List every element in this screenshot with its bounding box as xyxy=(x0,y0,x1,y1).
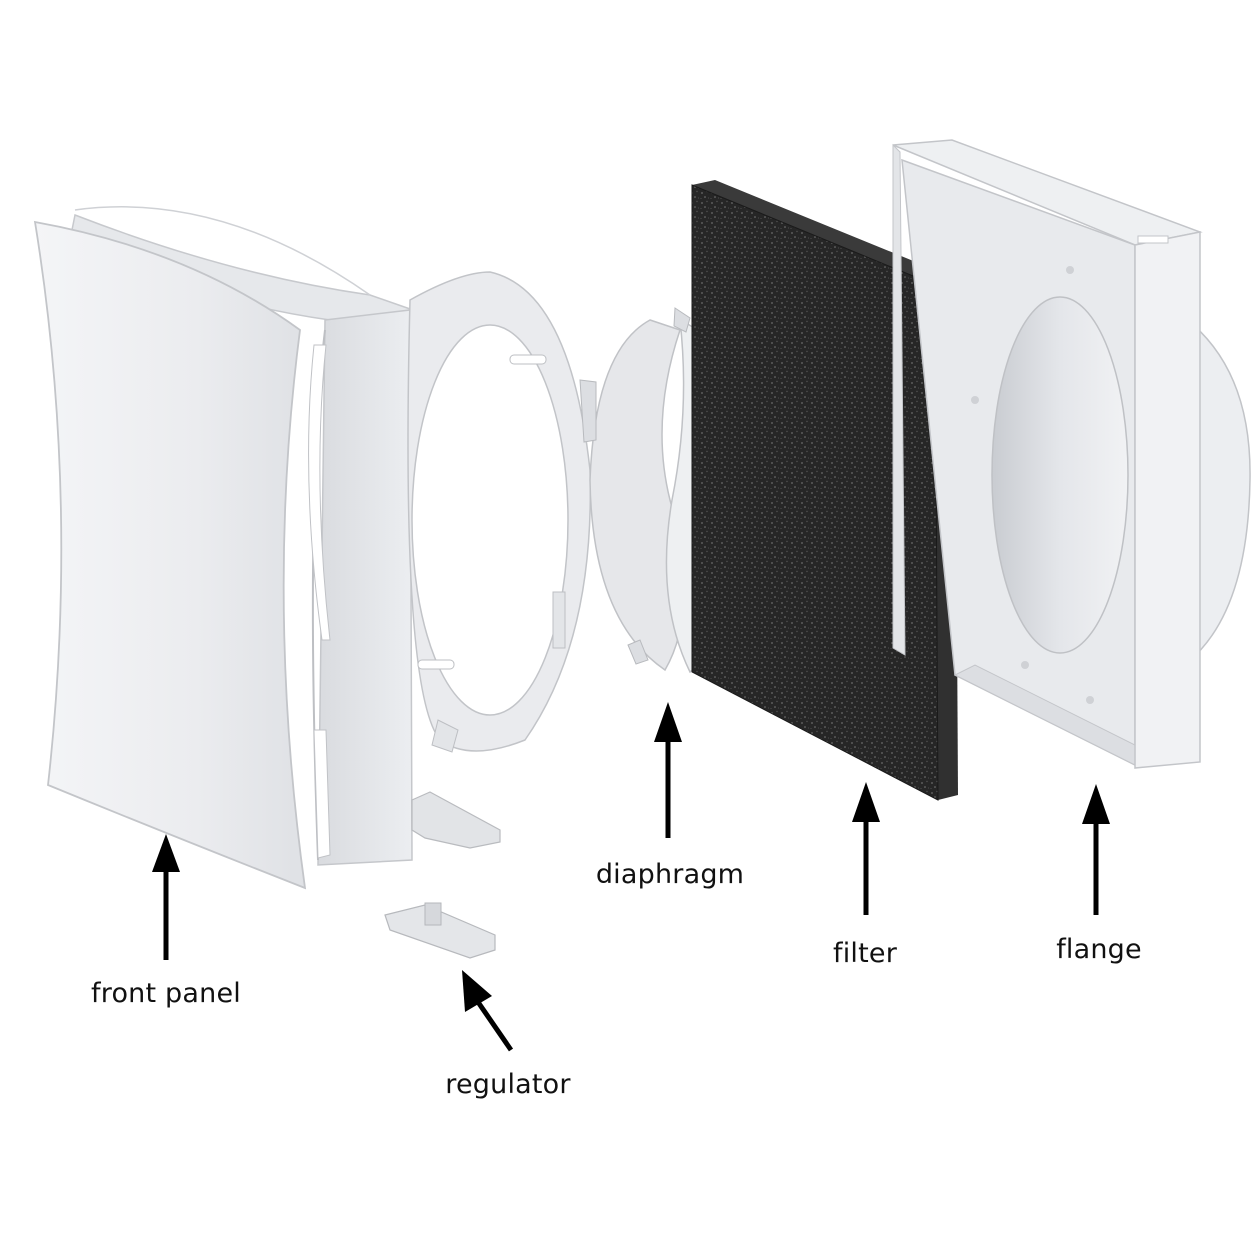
arrow-diaphragm xyxy=(654,702,682,838)
label-regulator: regulator xyxy=(445,1069,571,1100)
arrow-front-panel xyxy=(152,834,180,960)
filter-part xyxy=(691,180,958,801)
seal-ring-part xyxy=(407,271,592,753)
label-filter: filter xyxy=(832,938,898,969)
arrow-filter xyxy=(852,782,880,915)
flange-part xyxy=(892,139,1251,769)
label-front-panel: front panel xyxy=(91,978,241,1009)
label-flange: flange xyxy=(1056,934,1142,965)
arrow-regulator xyxy=(462,970,514,1052)
front-panel-part xyxy=(33,206,414,890)
regulator-part xyxy=(384,791,501,959)
label-diaphragm: diaphragm xyxy=(595,859,745,890)
arrow-flange xyxy=(1082,784,1110,915)
